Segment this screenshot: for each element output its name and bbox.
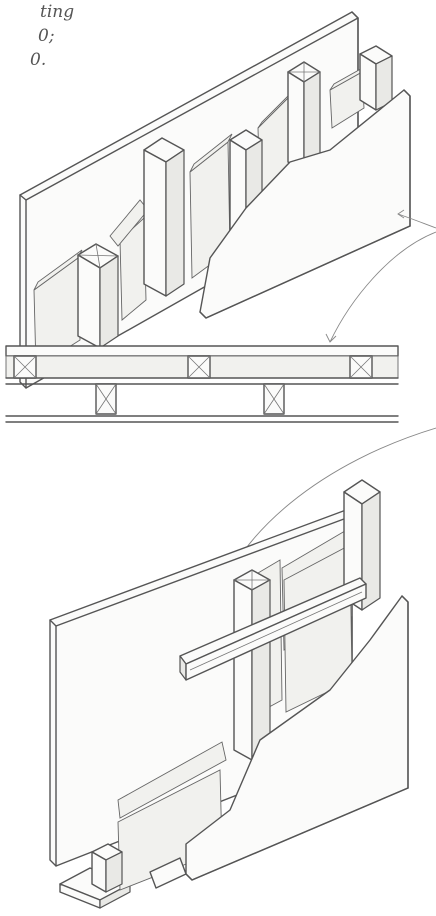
floor-joist-1 [13, 355, 37, 379]
top-wall-assembly [19, 11, 411, 389]
subfloor [5, 345, 399, 357]
floor-joist-5 [349, 355, 373, 379]
top-stud-4 [287, 61, 321, 173]
caption-line-1: ting [40, 2, 75, 22]
floor-section [5, 345, 399, 423]
bottom-stud-2 [233, 569, 271, 761]
floor-joist-3 [187, 355, 211, 379]
bottom-stud-1 [91, 843, 123, 893]
bottom-wall-assembly [49, 479, 409, 909]
bottom-stud-3 [343, 479, 381, 611]
leader-arrow-top [397, 213, 436, 229]
resilient-channel [179, 577, 367, 681]
top-insulation-mid-left [119, 216, 147, 321]
caption-line-2: 0; [38, 26, 55, 46]
caption-line-3: 0. [30, 50, 47, 70]
floor-joist-4 [263, 383, 285, 415]
floor-joist-2 [95, 383, 117, 415]
top-stud-2 [143, 137, 185, 297]
leader-arrow-floor [329, 231, 436, 343]
top-stud-5 [359, 45, 393, 111]
caption-text: ting 0; 0. [0, 0, 80, 72]
top-stud-1 [77, 243, 119, 349]
